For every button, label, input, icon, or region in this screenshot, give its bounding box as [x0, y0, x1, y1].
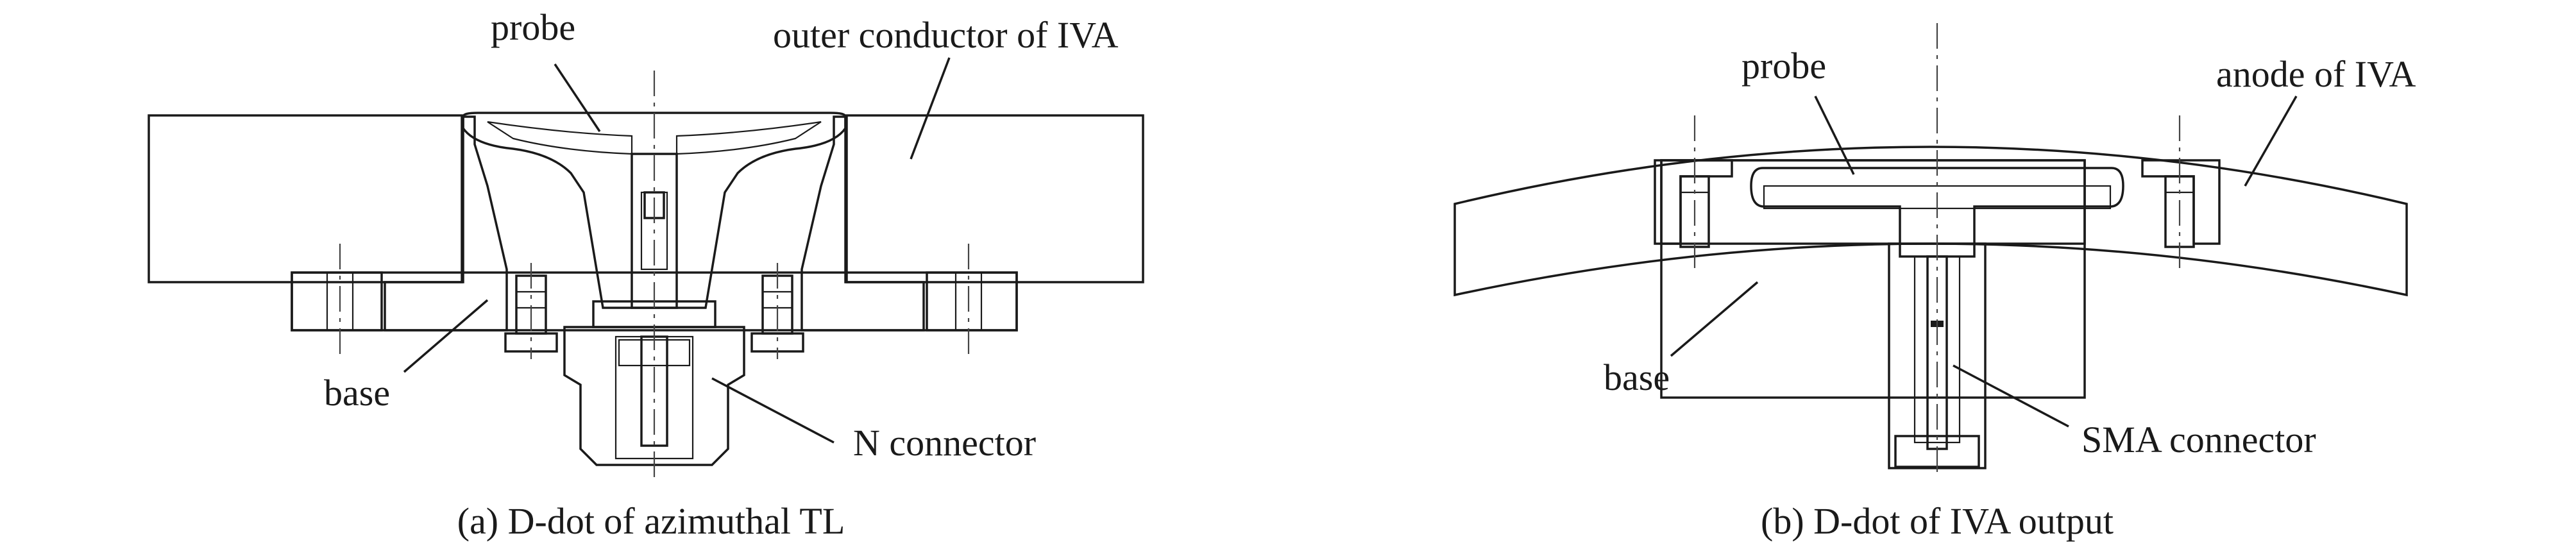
leader-outer — [910, 57, 951, 160]
label-base-b: base — [1604, 357, 1670, 398]
leader-n-connector — [711, 377, 835, 444]
label-probe-b: probe — [1741, 45, 1826, 87]
leader-anode — [2244, 96, 2298, 187]
base-body-right — [801, 115, 925, 332]
leader-probe-b — [1814, 96, 1855, 175]
outer-conductor-right — [845, 114, 1144, 283]
outer-conductor-left — [148, 114, 463, 283]
leader-base-a — [403, 299, 489, 373]
leader-probe-a — [554, 63, 601, 132]
caption-a: (a) D-dot of azimuthal TL — [457, 500, 845, 542]
label-base-a: base — [324, 372, 390, 414]
caption-b: (b) D-dot of IVA output — [1761, 500, 2114, 542]
base-body-left — [384, 115, 508, 332]
clamp-screw-left — [1654, 115, 1733, 269]
label-probe-a: probe — [491, 6, 575, 48]
anode — [1453, 146, 2408, 297]
leader-base-b — [1670, 281, 1759, 357]
label-anode: anode of IVA — [2216, 53, 2416, 95]
label-sma-connector: SMA connector — [2081, 419, 2316, 460]
leader-sma-connector — [1953, 364, 2069, 428]
clamp-screw-right — [2141, 115, 2221, 269]
n-connector-body — [563, 326, 745, 466]
panel-b-drawing — [1453, 23, 2408, 475]
probe-head-b — [1750, 167, 2124, 258]
base-block-b — [1660, 159, 2086, 399]
probe-cap — [462, 112, 847, 309]
panel-a-drawing — [148, 57, 1144, 478]
label-outer-conductor: outer conductor of IVA — [773, 14, 1119, 56]
label-n-connector: N connector — [853, 422, 1036, 464]
